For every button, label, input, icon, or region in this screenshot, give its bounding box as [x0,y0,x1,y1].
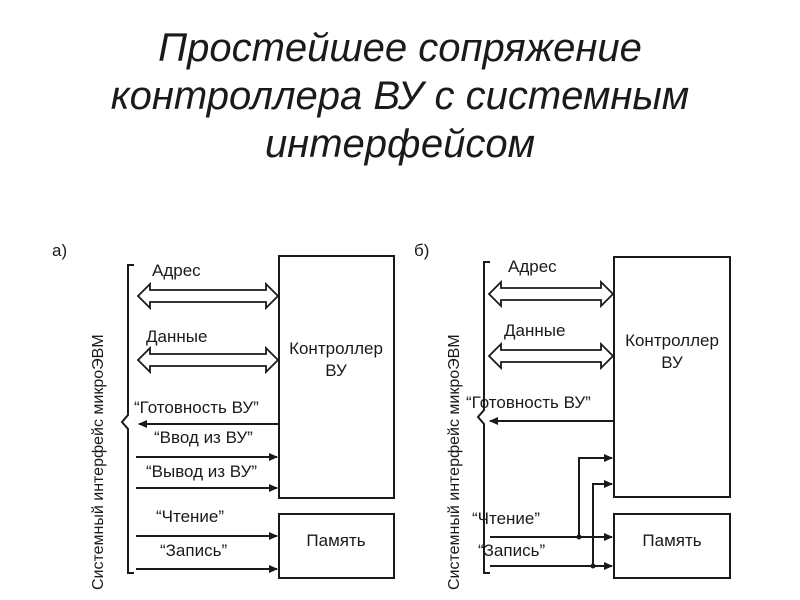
panel-b-memory-label: Память [642,531,701,550]
panel-b-write-junction [590,563,596,569]
title-line-3: интерфейсом [264,122,536,166]
panel-a-memory-box [278,513,395,579]
panel-b-controller-label-2: ВУ [661,353,683,372]
panel-b-memory-box [613,513,731,579]
panel-a-data-bus [136,345,280,375]
panel-a-data-label: Данные [146,327,207,346]
panel-b-read-label: “Чтение” [472,509,540,528]
panel-a: а) Системный интерфейс микроЭВМ Адрес Да… [52,241,395,590]
panel-b-read-junction [576,534,582,540]
panel-b-data-bus [487,341,615,371]
panel-a-vertical-label: Системный интерфейс микроЭВМ [90,334,107,590]
slide-title: Простейшее сопряжение контроллера ВУ с с… [0,24,800,168]
panel-a-address-bus [136,281,280,311]
panel-a-interface-bracket [120,264,134,574]
panel-b-interface-bracket [476,261,490,574]
panel-b-read-branch [578,454,613,537]
panel-a-address-label: Адрес [152,261,201,280]
panel-a-memory-label: Память [306,531,365,550]
title-line-1: Простейшее сопряжение [158,26,642,70]
title-line-2: контроллера ВУ с системным [110,74,690,118]
panel-a-input-label: “Ввод из ВУ” [154,428,253,447]
panel-b: б) Системный интерфейс микроЭВМ Адрес Да… [414,241,731,590]
panel-b-write-branch [592,480,613,566]
panel-a-controller-box [278,255,395,499]
panel-a-output-label: “Вывод из ВУ” [146,462,257,481]
panel-b-data-label: Данные [504,321,565,340]
panel-b-controller-label-1: Контроллер [625,331,719,350]
panel-b-ready-label: “Готовность ВУ” [466,393,591,412]
panel-a-controller-label-2: ВУ [325,361,347,380]
panel-b-label: б) [414,241,429,260]
panel-a-controller-label-1: Контроллер [289,339,383,358]
panel-b-write-label: “Запись” [478,541,545,560]
panel-a-label: а) [52,241,67,260]
panel-a-read-label: “Чтение” [156,507,224,526]
panel-b-address-bus [487,279,615,309]
panel-a-ready-label: “Готовность ВУ” [134,398,259,417]
panel-b-vertical-label: Системный интерфейс микроЭВМ [446,334,463,590]
panel-a-write-label: “Запись” [160,541,227,560]
panel-b-address-label: Адрес [508,257,557,276]
panel-b-controller-box [613,256,731,498]
